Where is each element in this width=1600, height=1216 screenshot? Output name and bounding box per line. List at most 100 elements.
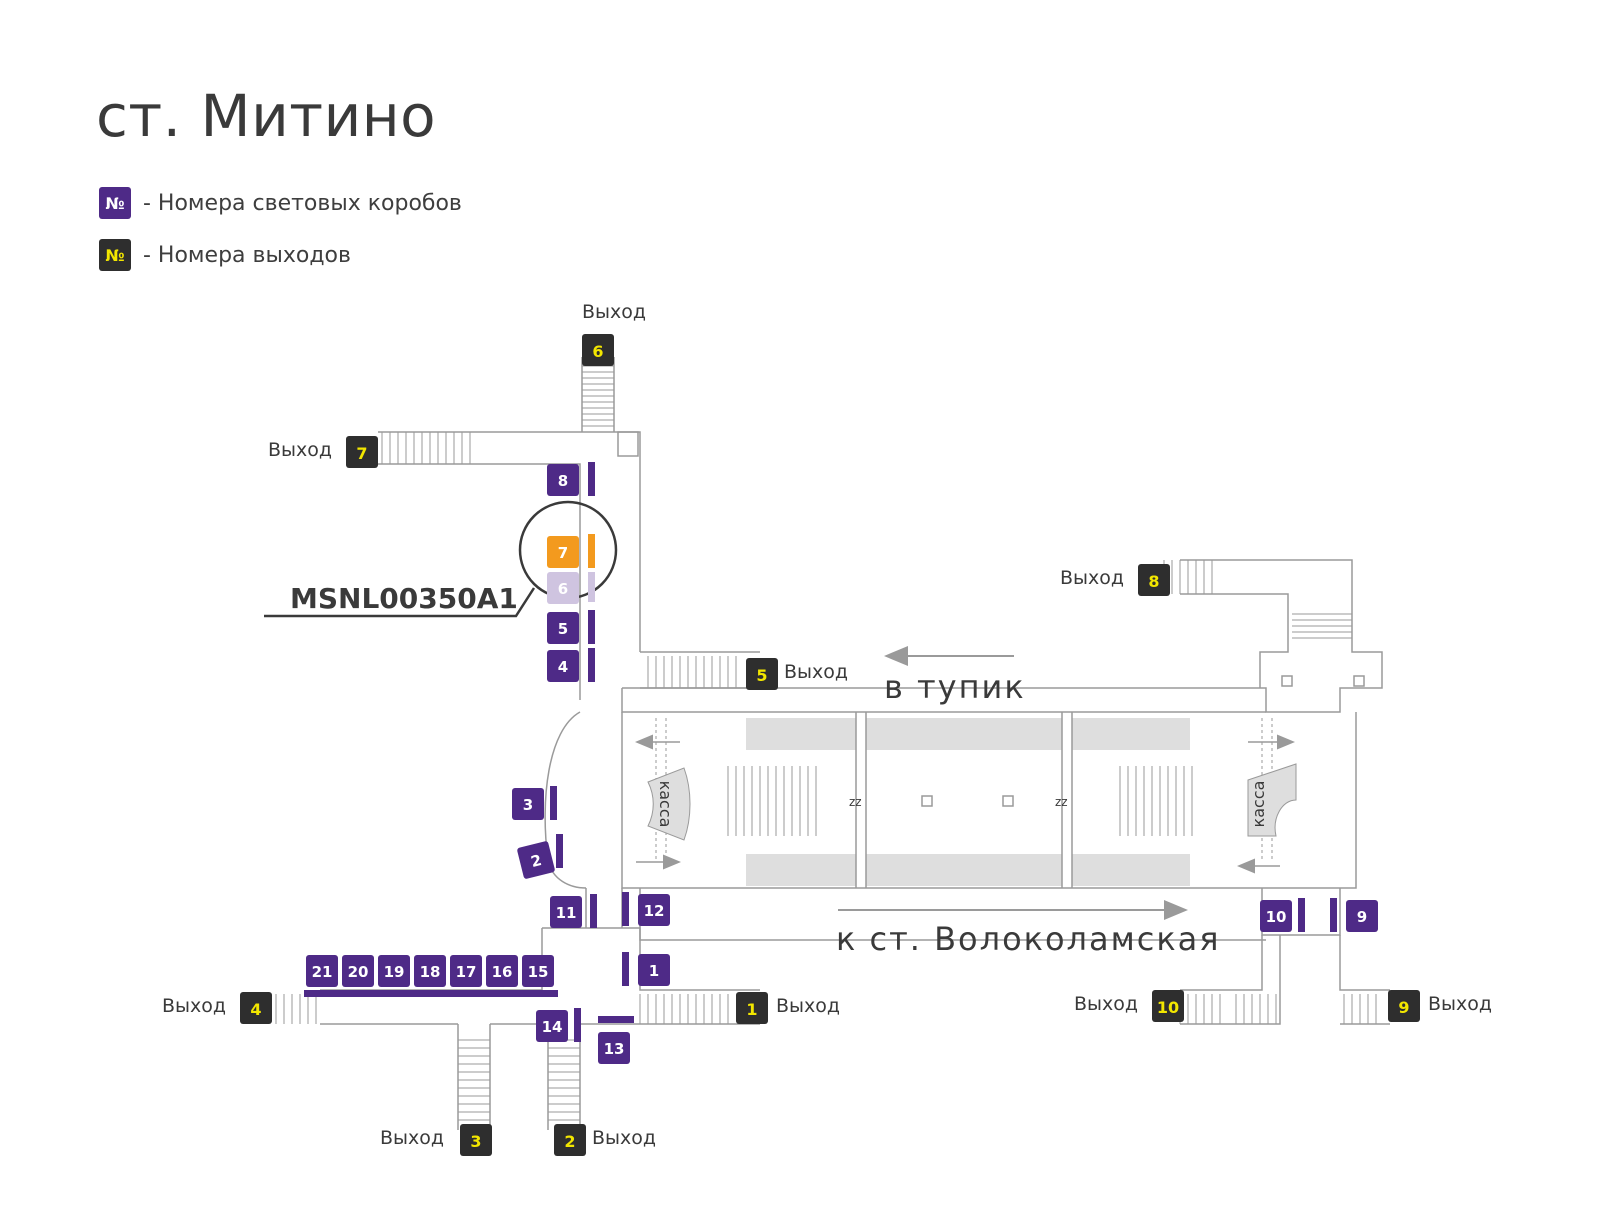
light-box-number: 14 (542, 1018, 563, 1036)
exit-badge (746, 658, 778, 690)
exit-number: 4 (250, 1000, 261, 1019)
exit-label: Выход (268, 439, 332, 461)
light-box-12: 12 (638, 894, 670, 926)
light-box-badge (638, 894, 670, 926)
light-box-badge (342, 955, 374, 987)
light-box-badge (486, 955, 518, 987)
direction-dead-end: в тупик (884, 646, 1026, 706)
exit-badge (346, 436, 378, 468)
station-title: ст. Митино (96, 82, 437, 150)
light-box-bar-3 (550, 786, 557, 820)
light-box-number: 16 (492, 963, 513, 981)
exit-number: 6 (592, 342, 603, 361)
legend-exits: № - Номера выходов (99, 239, 351, 271)
light-box-bar-8 (588, 462, 595, 496)
light-box-badge (450, 955, 482, 987)
exit-label: Выход (162, 995, 226, 1017)
exit-badge (1138, 564, 1170, 596)
light-box-strip (304, 990, 558, 997)
light-box-bar-12 (622, 892, 629, 926)
light-box-7: 7 (547, 536, 579, 568)
light-box-badge (414, 955, 446, 987)
direction-dead-end-text: в тупик (884, 668, 1026, 706)
light-box-bar-13 (598, 1016, 634, 1023)
light-box-3: 3 (512, 788, 544, 820)
light-box-badge (512, 788, 544, 820)
light-box-number: 9 (1357, 908, 1367, 926)
light-box-badge (1260, 900, 1292, 932)
light-box-9: 9 (1346, 900, 1378, 932)
exit-label: Выход (1428, 993, 1492, 1015)
light-box-badge (536, 1010, 568, 1042)
light-box-bar-4 (588, 648, 595, 682)
light-box-number: 4 (558, 658, 568, 676)
light-box-13: 13 (598, 1032, 630, 1064)
light-box-badge (550, 896, 582, 928)
ticket-office-left: касса (647, 767, 691, 841)
light-box-bar-7 (588, 534, 595, 568)
ticket-office-label-right: касса (1249, 781, 1268, 828)
legend-box-text: - Номера световых коробов (143, 190, 462, 216)
light-box-badge (598, 1032, 630, 1064)
exit-10: 10 Выход (1074, 990, 1184, 1022)
light-box-number: 3 (523, 796, 533, 814)
exit-badge (582, 334, 614, 366)
exit-number: 10 (1157, 998, 1179, 1017)
ticket-office-right: касса (1247, 763, 1297, 837)
exit-number: 3 (470, 1132, 481, 1151)
legend-light-boxes: № - Номера световых коробов (99, 187, 462, 219)
light-box-number: 19 (384, 963, 405, 981)
zz-mark-left: zz (849, 795, 862, 809)
exit-label: Выход (784, 661, 848, 683)
light-box-badge (547, 536, 579, 568)
exit-4: 4 Выход (162, 992, 272, 1024)
light-box-number: 10 (1266, 908, 1287, 926)
exit-label: Выход (582, 301, 646, 323)
light-box-8: 8 (547, 464, 579, 496)
light-box-number: 21 (312, 963, 333, 981)
light-box-badge (306, 955, 338, 987)
callout-code: MSNL00350A1 (290, 582, 518, 615)
light-box-number: 13 (604, 1040, 625, 1058)
light-box-badge (638, 954, 670, 986)
light-box-badge (1346, 900, 1378, 932)
light-box-number: 5 (558, 620, 568, 638)
platform-tracks (746, 718, 1190, 886)
exit-badge (554, 1124, 586, 1156)
light-box-badge (547, 612, 579, 644)
exit-number: 8 (1148, 572, 1159, 591)
light-box-badge (547, 650, 579, 682)
light-box-20: 20 (342, 955, 374, 987)
exit-label: Выход (1074, 993, 1138, 1015)
exit-label: Выход (592, 1127, 656, 1149)
light-box-14: 14 (536, 1010, 568, 1042)
light-box-number: 6 (558, 580, 568, 598)
exit-label: Выход (776, 995, 840, 1017)
light-box-6: 6 (547, 572, 579, 604)
light-box-bar-5 (588, 610, 595, 644)
legend-exit-text: - Номера выходов (143, 242, 351, 268)
light-box-15: 15 (522, 955, 554, 987)
light-box-badge (547, 464, 579, 496)
light-box-4: 4 (547, 650, 579, 682)
light-box-5: 5 (547, 612, 579, 644)
light-box-bar-11 (590, 894, 597, 928)
light-box-bar-6 (588, 572, 595, 602)
light-box-number: 18 (420, 963, 441, 981)
light-box-number: 12 (644, 902, 665, 920)
legend-exit-swatch: № (99, 239, 131, 271)
exit-badge (736, 992, 768, 1024)
light-box-10: 10 (1260, 900, 1292, 932)
light-box-bar-9 (1330, 898, 1337, 932)
exit-badge (1152, 990, 1184, 1022)
light-box-number: 15 (528, 963, 549, 981)
